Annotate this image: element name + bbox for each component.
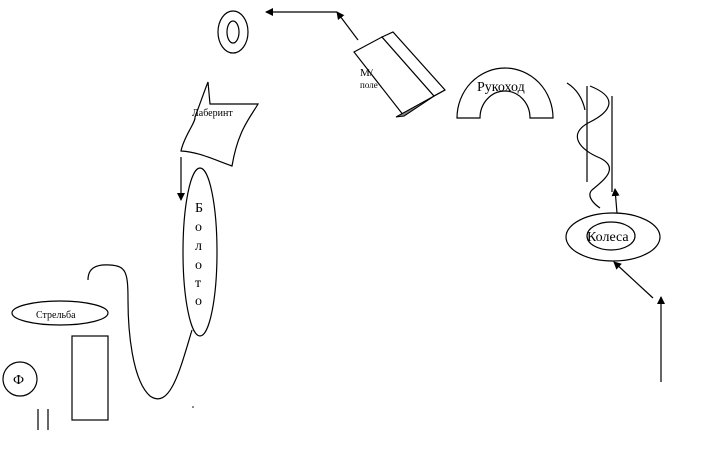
swamp-station: Б о л о т о (182, 167, 218, 337)
swamp-letter-4: о (195, 258, 202, 273)
monkey-bars-arch: Рукоход (456, 67, 554, 119)
labyrinth-label: Лаберинт (192, 108, 233, 119)
wheels-station: Колеса (565, 212, 661, 262)
rope-wave-obstacle (566, 82, 613, 209)
swamp-letter-2: о (195, 220, 202, 235)
phi-label: Ф (13, 373, 24, 388)
swamp-letter-1: Б (195, 201, 203, 216)
magnetic-field-label-2: поле (360, 80, 378, 90)
swamp-letter-3: л (195, 239, 202, 254)
swamp-letter-5: т (195, 276, 201, 291)
curved-path (87, 264, 193, 400)
wall-block (71, 335, 109, 421)
swamp-letter-6: о (195, 294, 202, 309)
parallel-bars (37, 409, 49, 430)
labyrinth-station: Лаберинт (180, 81, 260, 167)
wheels-label: Колеса (587, 230, 629, 245)
flow-arrows-top (265, 8, 359, 41)
flow-arrows-right (611, 188, 665, 382)
ring-obstacle (217, 10, 249, 54)
monkey-bars-label: Рукоход (477, 80, 525, 95)
magnetic-field-box: М/ поле (353, 31, 446, 118)
shooting-station: Стрельба (11, 300, 109, 326)
shooting-label: Стрельба (36, 310, 76, 321)
magnetic-field-label-1: М/ (360, 67, 374, 79)
phi-station: Ф (2, 361, 38, 397)
small-dot (192, 406, 194, 408)
